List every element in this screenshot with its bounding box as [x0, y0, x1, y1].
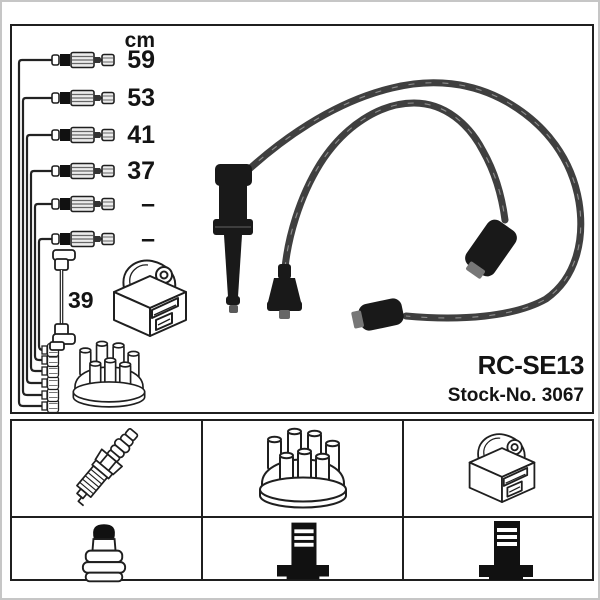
cable-length-4: 37 — [127, 157, 155, 185]
legend-cell-distributor-cap — [203, 421, 404, 518]
product-id: RC-SE13 Stock-No. 3067 — [332, 350, 585, 407]
legend-cell-boot-connector — [12, 518, 203, 579]
stock-number: Stock-No. 3067 — [447, 385, 584, 406]
legend-grid — [10, 419, 594, 581]
unit-label: cm — [124, 29, 155, 52]
cable-length-6: – — [141, 225, 155, 253]
legend-cell-spark-plug — [12, 421, 203, 518]
cable-length-1: 59 — [127, 46, 155, 74]
cable-length-3: 41 — [127, 121, 155, 149]
product-code: RC-SE13 — [477, 350, 585, 380]
coil-lead-length-label: 39 — [68, 287, 94, 313]
cable-length-5: – — [141, 190, 155, 218]
legend-cell-ignition-coil — [404, 421, 592, 518]
legend-cell-tower-connector-2 — [404, 518, 592, 579]
cable-length-2: 53 — [127, 84, 155, 112]
legend-cell-tower-connector-1 — [203, 518, 404, 579]
